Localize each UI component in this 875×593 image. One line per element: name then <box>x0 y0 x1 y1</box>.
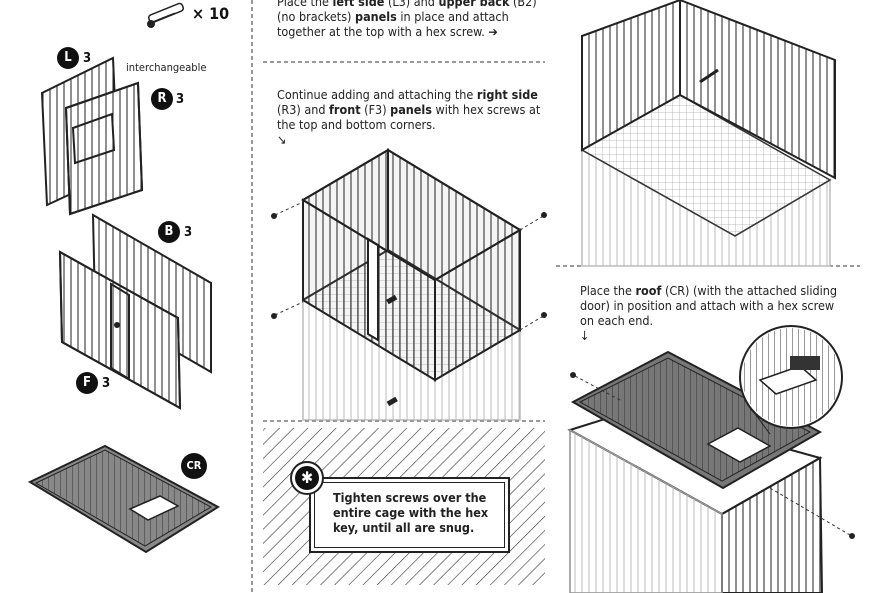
hex-screw-icon <box>147 2 185 28</box>
step-right-front-text: Continue adding and attaching the right … <box>277 87 541 147</box>
part-qty-front: 3 <box>102 376 111 391</box>
roof-panel <box>27 444 220 554</box>
part-badge-right: R <box>151 88 173 110</box>
cage-step-three <box>567 325 855 593</box>
part-qty-right: 3 <box>176 92 185 107</box>
note-asterisk-icon: ✱ <box>290 461 324 495</box>
part-qty-left: 3 <box>83 51 92 66</box>
screw-count: × 10 <box>192 4 230 23</box>
tighten-note-text: Tighten screws over the entire cage with… <box>333 490 489 535</box>
part-badge-left: L <box>57 47 79 69</box>
part-badge-front: F <box>76 372 98 394</box>
back-front-panels <box>58 213 212 410</box>
cage-step-one <box>580 0 836 267</box>
cage-step-two <box>271 148 547 421</box>
part-qty-back: 3 <box>184 225 193 240</box>
step-left-back-text: Place the left side (L3) and upper back … <box>277 0 537 39</box>
part-badge-roof: CR <box>181 453 207 479</box>
part-badge-back: B <box>158 221 180 243</box>
tighten-note: Tighten screws over the entire cage with… <box>309 477 510 553</box>
interchangeable-label: interchangeable <box>126 61 207 74</box>
step-roof-text: Place the roof (CR) (with the attached s… <box>580 283 838 343</box>
left-right-panels <box>40 56 144 216</box>
